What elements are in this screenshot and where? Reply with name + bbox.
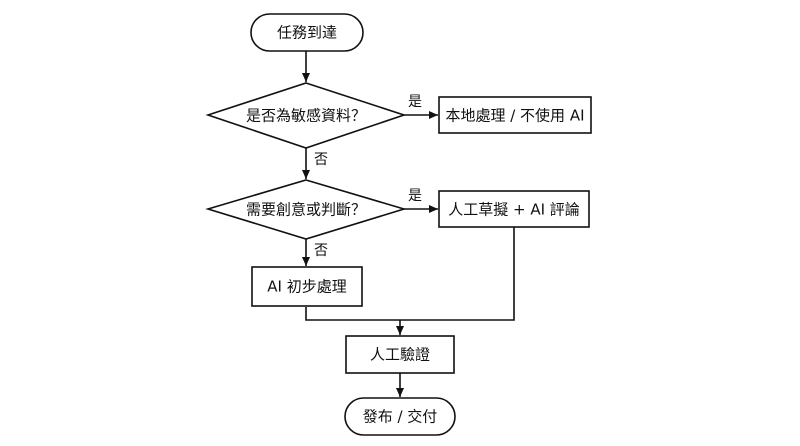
edge-label-yes-1: 是 xyxy=(408,94,422,110)
decision-sensitive-data xyxy=(205,82,407,149)
start-node xyxy=(250,13,364,52)
end-node-label: 發布 / 交付 xyxy=(363,408,438,426)
decision-creative-judgment-label: 需要創意或判斷？ xyxy=(246,201,366,219)
ai-initial-processing-node xyxy=(251,266,363,307)
decision-creative-judgment xyxy=(205,179,407,240)
human-verification-node xyxy=(345,335,455,374)
human-draft-ai-review-label: 人工草擬 + AI 評論 xyxy=(448,201,580,219)
decision-sensitive-data-label: 是否為敏感資料？ xyxy=(246,107,366,125)
ai-initial-processing-label: AI 初步處理 xyxy=(267,278,346,296)
edge-label-no-2: 否 xyxy=(314,243,328,259)
human-draft-ai-review-node xyxy=(438,190,590,228)
edge-label-no-1: 否 xyxy=(314,152,328,168)
human-verification-label: 人工驗證 xyxy=(370,346,430,364)
edge-human-draft-merge xyxy=(400,227,515,321)
edge-ai-processing-merge xyxy=(305,307,400,321)
end-node xyxy=(344,397,456,436)
local-processing-label: 本地處理 / 不使用 AI xyxy=(445,107,584,125)
local-processing-node xyxy=(438,96,592,134)
edge-label-yes-2: 是 xyxy=(408,188,422,204)
start-node-label: 任務到達 xyxy=(277,24,337,42)
